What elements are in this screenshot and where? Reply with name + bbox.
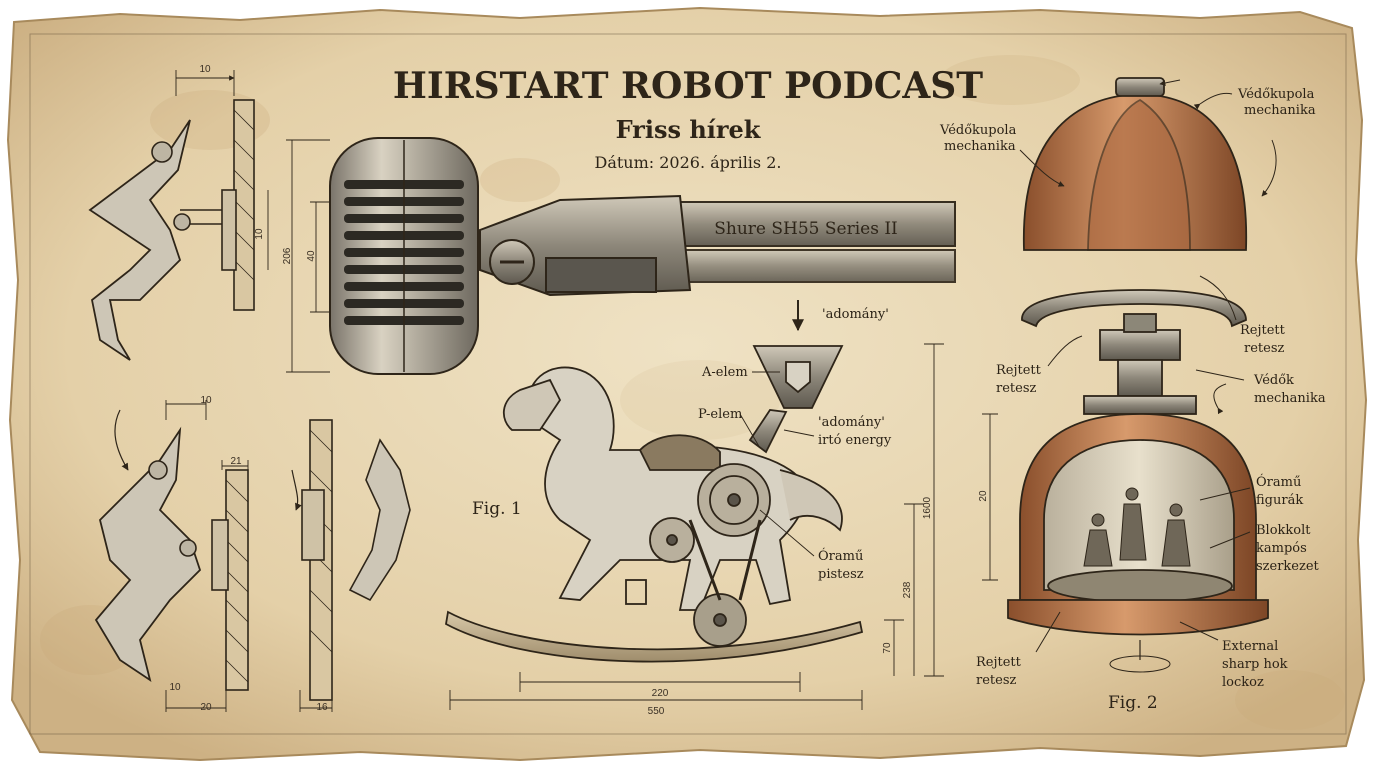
dim-mic-inner: 40 — [306, 250, 317, 262]
dome-label-external-2: sharp hok — [1222, 657, 1288, 672]
microphone-dimensions — [286, 139, 330, 373]
dome-label-blocked-1: Blokkolt — [1256, 523, 1311, 538]
dim-dome-height: 20 — [978, 490, 989, 502]
fig-1-label: Fig. 1 — [472, 499, 522, 519]
dome-label-external-1: External — [1222, 639, 1278, 654]
dome-label-vedok-2: mechanika — [1254, 391, 1326, 406]
dim-horse-width-inner: 220 — [652, 688, 669, 699]
dome-exploded-drawing — [1007, 77, 1269, 673]
dim-horse-height-total: 1600 — [922, 496, 933, 519]
page-title: HIRSTART ROBOT PODCAST — [393, 65, 983, 107]
dome-label-blocked-3: szerkezet — [1256, 559, 1320, 574]
horse-piston-1: Óramű — [818, 547, 863, 564]
dome-label-figures-1: Óramű — [1256, 473, 1301, 490]
dim-claw-bottom-plate: 21 — [230, 456, 242, 467]
horse-donation-side-1: 'adomány' — [818, 415, 885, 430]
dim-claw-top-height: 10 — [254, 228, 265, 240]
claw-diagram-top — [88, 70, 269, 361]
dim-claw-bottom-width: 10 — [200, 395, 212, 406]
dim-horse-height-mid: 238 — [902, 581, 913, 598]
fig-2-label: Fig. 2 — [1108, 693, 1158, 713]
dome-label-top-left-1: Védőkupola — [939, 123, 1017, 138]
dim-claw-top-width: 10 — [199, 64, 211, 75]
dome-label-top-left-2: mechanika — [944, 139, 1016, 154]
dome-label-latch-left-1: Rejtett — [996, 363, 1042, 378]
horse-piston-2: pistesz — [818, 567, 864, 582]
dome-label-figures-2: figurák — [1256, 493, 1303, 508]
horse-p-elem: P-elem — [698, 407, 742, 422]
dome-label-latch-bottom-1: Rejtett — [976, 655, 1022, 670]
dome-label-vedok-1: Védők — [1253, 373, 1294, 388]
horse-donation-top: 'adomány' — [822, 307, 889, 322]
dome-label-latch-bottom-2: retesz — [976, 673, 1016, 688]
header: HIRSTART ROBOT PODCAST Friss hírek Dátum… — [393, 65, 983, 172]
dome-label-latch-left-2: retesz — [996, 381, 1036, 396]
date-line: Dátum: 2026. április 2. — [595, 153, 782, 172]
dim-horse-height-low: 70 — [882, 642, 893, 654]
microphone-model-label: Shure SH55 Series II — [714, 219, 898, 239]
horse-donation-side-2: irtó energy — [818, 433, 892, 448]
dim-horse-width-outer: 550 — [648, 706, 665, 717]
horse-leader-lines — [739, 371, 815, 557]
dim-mic-outer: 206 — [282, 247, 293, 264]
horse-dimensions — [449, 343, 944, 710]
dome-label-external-3: lockoz — [1222, 675, 1264, 690]
dome-label-top-right-2: mechanika — [1244, 103, 1316, 118]
dim-claw-bottom-base-small: 10 — [169, 682, 181, 693]
microphone-drawing — [329, 137, 956, 375]
dome-label-top-right-1: Védőkupola — [1237, 87, 1315, 102]
horse-a-elem: A-elem — [701, 365, 748, 380]
clockwork-figures — [1083, 487, 1191, 567]
rocking-horse-drawing — [445, 300, 864, 663]
dim-claw-bottom-right: 16 — [316, 702, 328, 713]
claw-diagram-bottom — [94, 400, 411, 712]
dome-leader-lines — [1019, 79, 1277, 653]
page-subtitle: Friss hírek — [616, 115, 762, 144]
dome-label-blocked-2: kampós — [1256, 541, 1307, 556]
dim-claw-bottom-base: 20 — [200, 702, 212, 713]
dome-dimension — [982, 413, 998, 581]
dome-label-latch-right-1: Rejtett — [1240, 323, 1286, 338]
dome-label-latch-right-2: retesz — [1244, 341, 1284, 356]
